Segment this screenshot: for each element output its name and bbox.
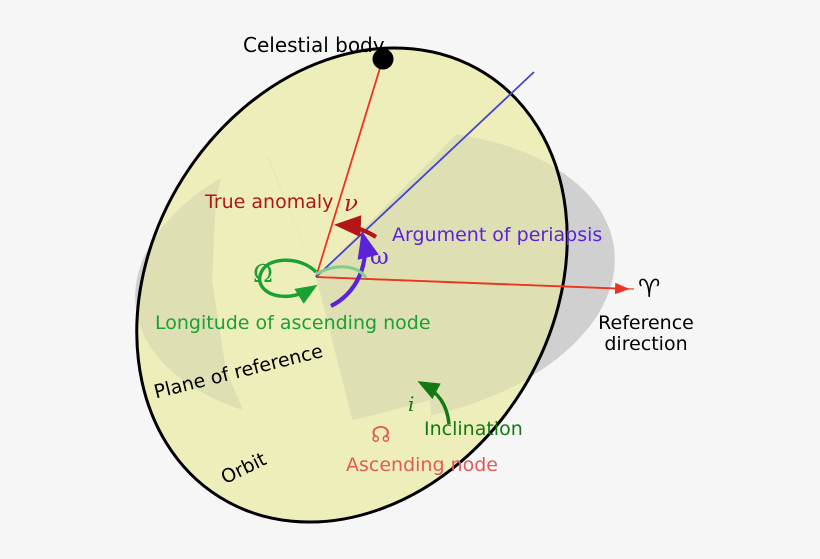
ascending-node-symbol-icon: ☊ xyxy=(371,423,391,448)
reference-direction-arrow xyxy=(315,276,630,295)
label-longitude-of-ascending-node: Longitude of ascending node xyxy=(155,312,431,334)
label-argument-of-periapsis-symbol: ω xyxy=(370,244,389,270)
orbit-upper-wedge xyxy=(254,50,500,277)
label-true-anomaly: True anomaly xyxy=(205,191,334,213)
label-ascending-node: Ascending node xyxy=(346,454,498,476)
label-inclination: Inclination xyxy=(424,418,523,440)
label-argument-of-periapsis: Argument of periapsis xyxy=(392,224,603,246)
label-longitude-ascending-node-symbol: Ω xyxy=(253,260,273,288)
argument-of-periapsis-arc xyxy=(330,231,379,308)
orbit-front-face xyxy=(212,96,380,528)
longitude-ascending-node-arc-light xyxy=(315,265,368,279)
label-celestial-body: Celestial body xyxy=(243,33,385,57)
label-reference-direction: Reference direction xyxy=(598,312,694,356)
orbit-outline xyxy=(135,46,569,524)
longitude-ascending-node-arc xyxy=(258,258,318,304)
label-true-anomaly-symbol: ν xyxy=(344,191,358,217)
inclination-arc xyxy=(417,381,451,425)
periapsis-line xyxy=(315,71,535,278)
celestial-body-dot xyxy=(372,48,394,70)
label-inclination-symbol: i xyxy=(408,392,415,416)
radius-vector-line xyxy=(315,67,381,278)
aries-symbol-icon: ♈ xyxy=(638,274,661,303)
